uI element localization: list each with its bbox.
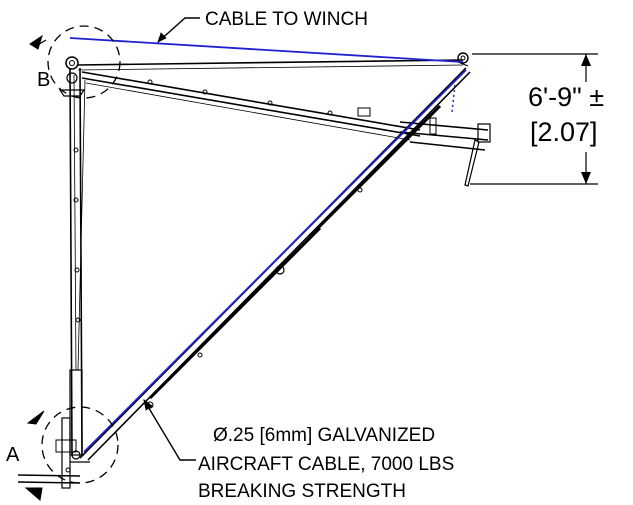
pivot-b-detail [29,25,121,99]
aircraft-cable-spec-line2: AIRCRAFT CABLE, 7000 LBS [198,454,454,475]
base-a-detail [17,406,119,501]
aircraft-cable-spec-line1: Ø.25 [6mm] GALVANIZED [213,425,435,446]
winch-cable [69,37,464,63]
boom-tip-assembly [399,52,491,187]
height-dimension-label: 6'-9" ± [528,82,604,112]
vertical-mast [69,67,86,456]
cable-to-winch-leader [157,17,200,43]
callout-b-label: B [37,69,50,91]
cable-to-winch-label: CABLE TO WINCH [205,9,368,30]
height-dimension [470,53,598,185]
aircraft-cable-leader [143,399,196,461]
cable-runs [69,37,467,453]
aircraft-cable-spec-line3: BREAKING STRENGTH [198,481,406,502]
aircraft-cable [83,69,467,453]
callout-a-label: A [6,444,20,466]
diagonal-brace [79,67,471,461]
height-dimension-metric-label: [2.07] [530,117,598,147]
upper-boom [77,59,464,141]
